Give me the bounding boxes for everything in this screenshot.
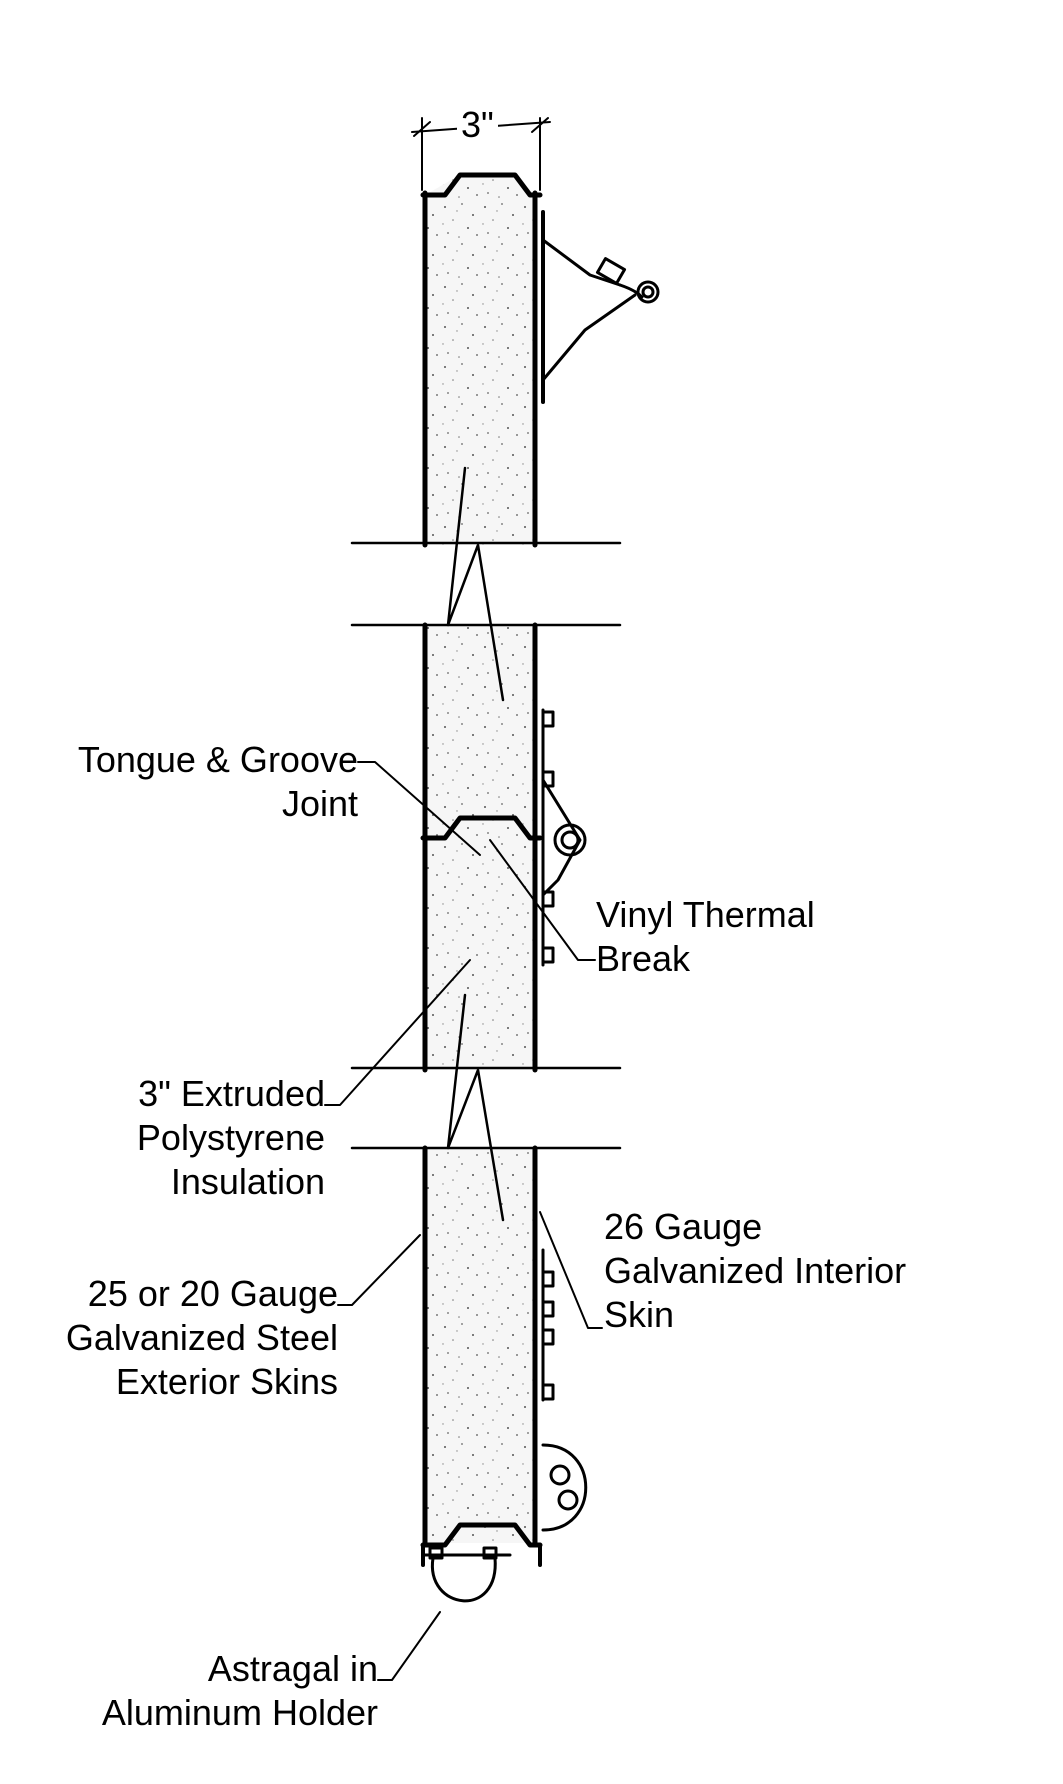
astragal-label: Astragal in Aluminum Holder (20, 1647, 378, 1735)
bottom-roller-bracket (541, 1443, 588, 1532)
panel-skin-segment-1 (422, 190, 538, 548)
insulation-line-3: Insulation (170, 1161, 325, 1202)
exterior-skin-line-3: Exterior Skins (115, 1361, 338, 1402)
insulation-line-2: Polystyrene (136, 1117, 325, 1158)
tongue-groove-line-1: Tongue & Groove (77, 739, 358, 780)
panel-bottom-groove (420, 1522, 543, 1548)
break-line-2 (350, 993, 622, 1222)
interior-skin-label: 26 Gauge Galvanized Interior Skin (604, 1205, 906, 1337)
exterior-skin-line-2: Galvanized Steel (65, 1317, 338, 1358)
break-line-1 (350, 466, 622, 702)
cable-bracket (541, 238, 660, 382)
exterior-skin-line-1: 25 or 20 Gauge (87, 1273, 338, 1314)
panel-skin-segment-3 (422, 1145, 538, 1548)
insulation-core (425, 175, 535, 1543)
exterior-skin-label: 25 or 20 Gauge Galvanized Steel Exterior… (10, 1272, 338, 1404)
astragal (421, 1546, 512, 1603)
panel-top-tongue (420, 172, 543, 198)
interior-skin-line-1: 26 Gauge (604, 1206, 763, 1247)
bottom-hinge-plate (541, 1248, 555, 1402)
vinyl-break-line-2: Break (596, 938, 691, 979)
width-dimension-label: 3" (457, 105, 498, 145)
astragal-line-2: Aluminum Holder (101, 1692, 378, 1733)
panel-skin-segment-2 (422, 622, 538, 1073)
interior-skin-line-3: Skin (604, 1294, 675, 1335)
joint-hinge (541, 708, 587, 967)
vinyl-break-line-1: Vinyl Thermal (596, 894, 815, 935)
astragal-line-1: Astragal in (207, 1648, 378, 1689)
tongue-groove-line-2: Joint (281, 783, 358, 824)
interior-skin-line-2: Galvanized Interior (604, 1250, 907, 1291)
leader-lines (324, 761, 603, 1681)
insulation-line-1: 3" Extruded (138, 1073, 325, 1114)
vinyl-break-label: Vinyl Thermal Break (596, 893, 815, 981)
insulation-label: 3" Extruded Polystyrene Insulation (20, 1072, 325, 1204)
tongue-groove-label: Tongue & Groove Joint (20, 738, 358, 826)
tongue-groove-joint (420, 815, 543, 841)
